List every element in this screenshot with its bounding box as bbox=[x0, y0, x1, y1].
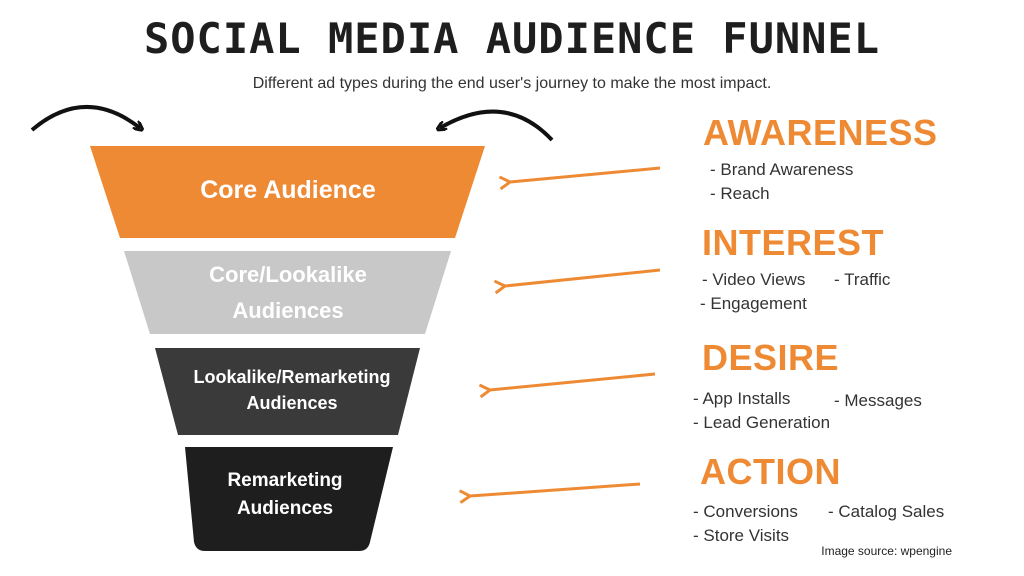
curved-arrow-right bbox=[440, 109, 554, 142]
tier-2-label-line-2: Audiences bbox=[232, 298, 343, 323]
arrow-desire bbox=[490, 372, 656, 390]
stage-title-desire: DESIRE bbox=[702, 337, 840, 378]
stage-item-video-views: - Video Views bbox=[702, 270, 806, 289]
tier-3-label-line-2: Audiences bbox=[246, 393, 337, 413]
stage-item-store-visits: - Store Visits bbox=[693, 526, 790, 545]
stage-item-catalog-sales: - Catalog Sales bbox=[828, 502, 945, 521]
funnel-tier-2 bbox=[124, 251, 451, 334]
arrow-interest bbox=[505, 268, 661, 286]
stage-title-action: ACTION bbox=[700, 451, 841, 492]
stage-item-lead-generation: - Lead Generation bbox=[693, 413, 831, 432]
arrow-awareness bbox=[510, 166, 661, 182]
funnel-tier-1 bbox=[90, 146, 485, 238]
stage-title-awareness: AWARENESS bbox=[703, 112, 938, 153]
stage-item-brand-awareness: - Brand Awareness bbox=[710, 160, 854, 179]
stage-item-messages: - Messages bbox=[834, 391, 922, 410]
stage-item-reach: - Reach bbox=[710, 184, 770, 203]
image-source-credit: Image source: wpengine bbox=[821, 544, 952, 558]
funnel-tier-3 bbox=[155, 348, 420, 435]
tier-4-label-line-2: Audiences bbox=[237, 498, 333, 519]
tier-1-label: Core Audience bbox=[200, 176, 376, 204]
stage-item-conversions: - Conversions bbox=[693, 502, 798, 521]
tier-3-label-line-1: Lookalike/Remarketing bbox=[193, 367, 390, 387]
curved-arrow-left bbox=[30, 105, 140, 130]
diagram-title: SOCIAL MEDIA AUDIENCE FUNNEL bbox=[143, 14, 880, 63]
stage-title-interest: INTEREST bbox=[702, 222, 885, 263]
funnel-tier-4 bbox=[185, 447, 393, 551]
stage-item-traffic: - Traffic bbox=[834, 270, 891, 289]
diagram-subtitle: Different ad types during the end user's… bbox=[252, 75, 772, 92]
stage-item-app-installs: - App Installs bbox=[693, 389, 791, 408]
arrow-action bbox=[470, 482, 641, 496]
tier-4-label-line-1: Remarketing bbox=[227, 470, 342, 491]
tier-2-label-line-1: Core/Lookalike bbox=[209, 262, 367, 287]
stage-item-engagement: - Engagement bbox=[700, 294, 807, 313]
